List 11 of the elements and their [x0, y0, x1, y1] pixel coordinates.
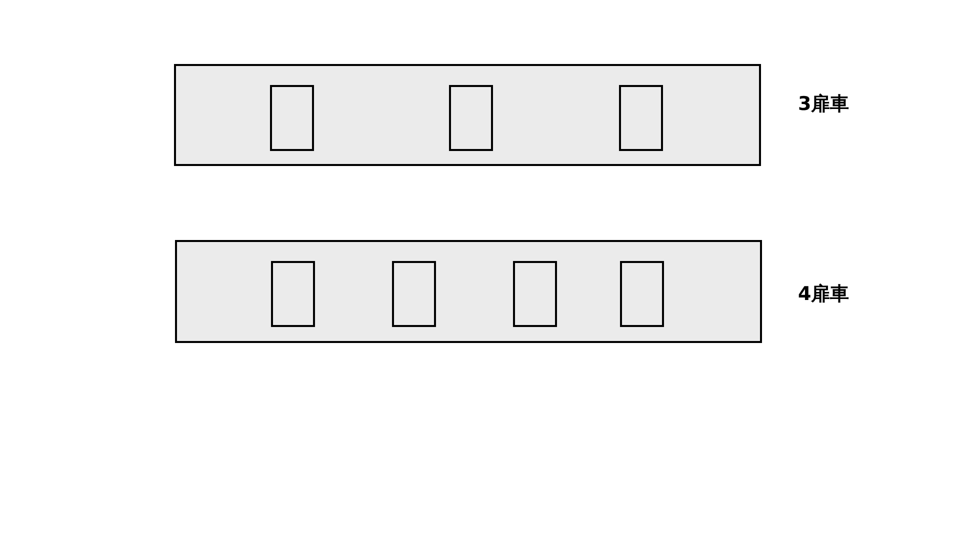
door-box [271, 261, 315, 327]
car-body [175, 240, 762, 343]
car-label: 4扉車 [798, 285, 850, 304]
door-box [513, 261, 557, 327]
door-box [620, 261, 664, 327]
door-box [619, 85, 663, 151]
car-body [174, 64, 761, 166]
door-box [449, 85, 493, 151]
car-label: 3扉車 [798, 95, 850, 114]
door-box [270, 85, 314, 151]
door-box [392, 261, 436, 327]
